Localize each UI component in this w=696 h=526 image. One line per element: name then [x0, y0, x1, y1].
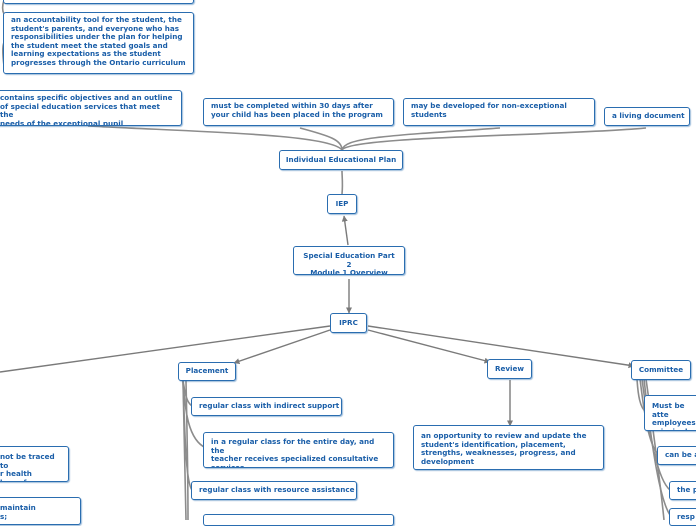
node-committee[interactable]: Committee [631, 360, 691, 380]
node-iprc[interactable]: IPRC [330, 313, 367, 333]
node-review-description[interactable]: an opportunity to review and update the … [413, 425, 604, 470]
node-can-be[interactable]: can be a [657, 446, 696, 465]
node-indirect-support[interactable]: regular class with indirect support [191, 397, 342, 416]
node-within-30[interactable]: must be completed within 30 days after y… [203, 98, 394, 126]
arrow-iprc-placement [234, 330, 330, 363]
connector-living [342, 128, 646, 150]
node-individual-educational-plan[interactable]: Individual Educational Plan [279, 150, 403, 170]
node-maintain-cut[interactable]: maintain s; [0, 497, 81, 525]
node-plan-top-cut[interactable] [3, 0, 194, 4]
node-review[interactable]: Review [487, 359, 532, 379]
node-the-p[interactable]: the p [669, 481, 696, 500]
node-placement-bottom-cut[interactable] [203, 514, 394, 526]
node-health-cut[interactable]: not be traced to r health hereof. [0, 446, 69, 482]
node-accountability[interactable]: an accountability tool for the student, … [3, 12, 194, 74]
node-placement[interactable]: Placement [178, 362, 236, 381]
node-resource-assistance[interactable]: regular class with resource assistance [191, 481, 357, 500]
node-living-document[interactable]: a living document [604, 107, 690, 126]
node-resp[interactable]: resp [669, 508, 696, 526]
arrow-iprc-left [0, 326, 330, 372]
node-non-exceptional[interactable]: may be developed for non-exceptional stu… [403, 98, 595, 126]
node-iep[interactable]: IEP [327, 194, 357, 214]
node-root-overview[interactable]: Special Education Part 2 Module 1 Overvi… [293, 246, 405, 275]
arrow-root-iep [344, 216, 348, 245]
node-committee-attended[interactable]: Must be atte employees, principal or [644, 395, 696, 431]
node-contains[interactable]: contains specific objectives and an outl… [0, 90, 182, 126]
node-consultative[interactable]: in a regular class for the entire day, a… [203, 432, 394, 468]
